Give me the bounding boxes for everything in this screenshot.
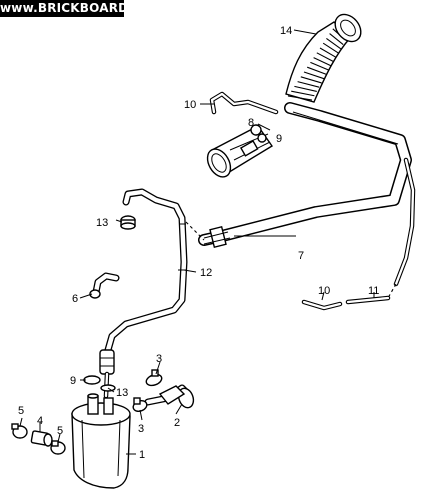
callout-3-lower: 3	[138, 423, 144, 435]
brickboard-watermark: www.BRICKBOARD.com	[0, 0, 162, 17]
boot-rib	[294, 85, 317, 93]
boot-rib	[297, 81, 320, 88]
part-5-clamp-right	[50, 440, 66, 455]
boot-rib	[310, 61, 330, 71]
boot-rib	[291, 90, 315, 97]
boot-rib	[322, 42, 339, 54]
boot-rib	[307, 66, 327, 75]
part-6-elbow	[89, 272, 120, 299]
part-5-clamp-left	[11, 423, 28, 439]
part-11-lower-hose	[345, 295, 391, 305]
part-13-upper-clamp	[120, 215, 136, 230]
callout-14: 14	[280, 25, 292, 37]
boot-rib	[316, 52, 334, 63]
part-7-metal-pipe	[198, 102, 412, 246]
part-14-intake-boot	[285, 13, 362, 103]
callout-4: 4	[37, 415, 43, 427]
callout-1: 1	[139, 449, 145, 461]
callout-10-lower: 10	[318, 285, 330, 297]
boot-rib	[329, 33, 344, 45]
callout-7: 7	[298, 250, 304, 262]
callout-9-lower: 9	[70, 375, 76, 387]
part-2-elbow	[144, 384, 195, 409]
callout-13-upper: 13	[96, 217, 108, 229]
callout-2: 2	[174, 417, 180, 429]
callout-12: 12	[200, 267, 212, 279]
part-1-oil-tank	[71, 393, 131, 489]
callout-3-upper: 3	[156, 353, 162, 365]
part-10-upper-hose	[209, 91, 279, 115]
part-12-breather-hose	[104, 188, 188, 354]
boot-rib	[326, 37, 342, 50]
part-3-clamp-lower	[132, 397, 148, 412]
boot-rib	[319, 47, 337, 58]
part-4-sleeve	[30, 430, 53, 447]
intake-connector	[206, 124, 274, 178]
boot-rib	[303, 71, 325, 80]
callout-11: 11	[368, 285, 379, 297]
boot-rib	[313, 57, 332, 67]
part-3-clamp-upper	[145, 369, 163, 387]
callout-9-upper: 9	[276, 133, 282, 145]
callout-5-right: 5	[57, 425, 63, 437]
callout-8: 8	[248, 117, 254, 129]
boot-rib	[287, 95, 313, 101]
callout-labels: 14 10 8 9 13 7 12 6 10 11 3 9 13 3 2 5 4…	[18, 25, 379, 461]
leader-lines	[19, 29, 375, 455]
callout-13-lower: 13	[116, 387, 128, 399]
part-9-lower-ring	[83, 375, 101, 385]
callout-10-upper: 10	[184, 99, 196, 111]
boot-rib	[300, 76, 322, 84]
pipe-bracket	[203, 225, 231, 249]
callout-5-left: 5	[18, 405, 24, 417]
part-10-lower-hose	[301, 299, 343, 311]
callout-6: 6	[72, 293, 78, 305]
